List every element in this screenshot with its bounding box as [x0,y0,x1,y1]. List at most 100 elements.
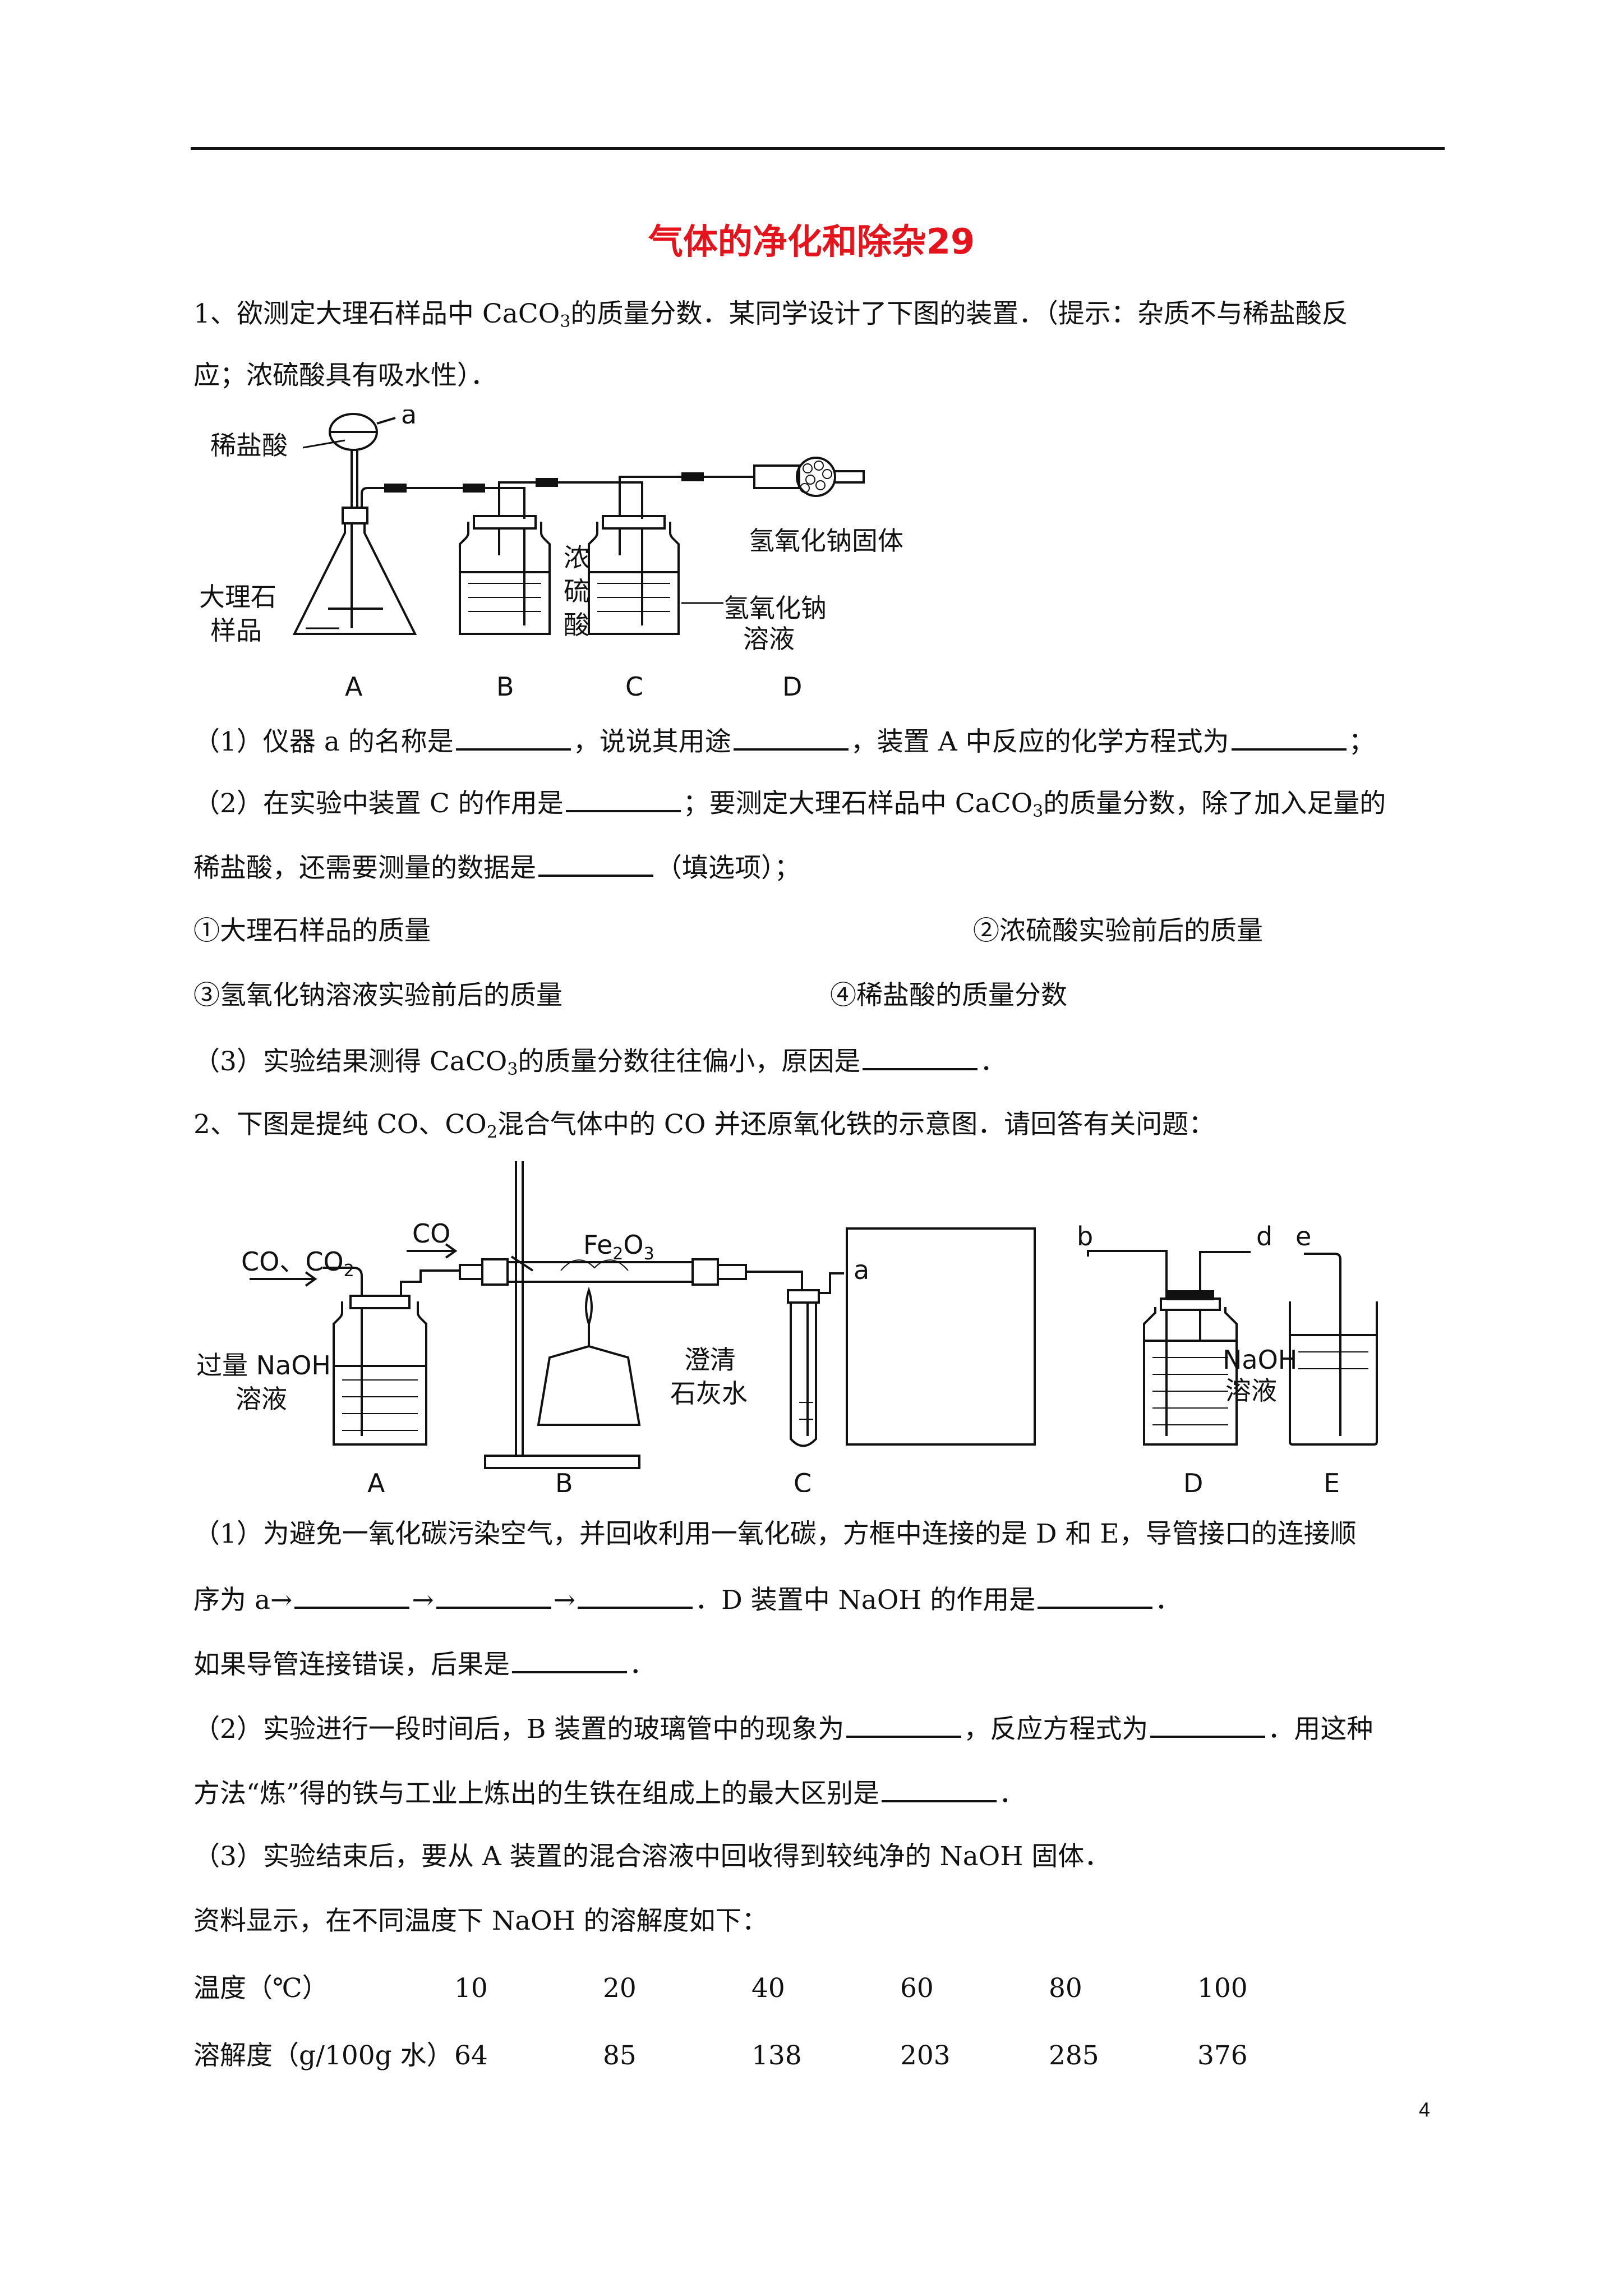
answer-blank[interactable] [846,1711,962,1738]
text: ，反应方程式为 [963,1714,1149,1745]
label-excess-naoh-2: 溶液 [236,1384,287,1414]
label-excess-naoh-1: 过量 NaOH [196,1350,331,1381]
label-limewater-2: 石灰水 [670,1378,748,1409]
answer-blank[interactable] [733,724,849,751]
text: → [412,1585,434,1616]
table-sol-cell: 85 [603,2040,637,2071]
q2-part-1: （1）为避免一氧化碳污染空气，并回收利用一氧化碳，方框中连接的是 D 和 E，导… [193,1519,1357,1549]
text: （3）实验结果测得 CaCO [193,1046,508,1077]
q2-data-intro: 资料显示，在不同温度下 NaOH 的溶解度如下： [193,1906,768,1936]
text: ． [629,1649,656,1680]
label-naoh-d-2: 溶液 [1225,1375,1277,1406]
table-temp-cell: 10 [454,1973,488,2004]
label-co: CO [412,1218,450,1249]
table-sol-cell: 285 [1049,2040,1099,2071]
text: 的质量分数，除了加入足量的 [1043,788,1386,819]
label-port-d: d [1256,1221,1272,1251]
q2-line-1: 2、下图是提纯 CO、CO2混合气体中的 CO 并还原氧化铁的示意图．请回答有关… [193,1108,1215,1149]
table-sol-cell: 376 [1197,2040,1248,2071]
label-D: D [1183,1468,1203,1492]
label-A: A [345,671,363,702]
answer-blank[interactable] [882,1775,997,1802]
label-marble-1: 大理石 [199,582,276,612]
q1-line-1: 1、欲测定大理石样品中 CaCO3的质量分数．某同学设计了下图的装置．（提示：杂… [193,297,1348,339]
text: ，说说其用途 [573,726,731,757]
text: （1）仪器 a 的名称是 [193,726,454,757]
answer-blank[interactable] [1150,1711,1266,1738]
apparatus-figure-1: 稀盐酸 a 大理石 样品 浓 硫 酸 氢氧化钠 溶液 氢氧化钠固体 A B C … [199,409,903,702]
option-1: ①大理石样品的质量 [193,915,431,946]
subscript: 2 [486,1122,497,1142]
label-a: a [401,409,417,430]
q2-part-2-line-2: 方法“炼”得的铁与工业上炼出的生铁在组成上的最大区别是． [193,1775,1025,1811]
text: 2、下图是提纯 CO、CO [193,1109,487,1140]
text: （2）实验进行一段时间后，B 装置的玻璃管中的现象为 [193,1714,845,1745]
answer-blank[interactable] [294,1582,410,1609]
q1-part-3: （3）实验结果测得 CaCO3的质量分数往往偏小，原因是． [193,1043,1006,1087]
answer-blank[interactable] [1231,724,1347,751]
text: 序为 a→ [193,1585,293,1616]
label-naoh-solution-1: 氢氧化钠 [723,593,827,623]
q1-line-2: 应；浓硫酸具有吸水性）． [193,360,497,391]
subscript: 3 [560,312,571,332]
liquid-lines [468,583,670,612]
table-temp-label: 温度（℃） [193,1973,329,2004]
text: 稀盐酸，还需要测量的数据是 [193,853,536,884]
text: ． [1155,1585,1182,1616]
table-sol-cell: 64 [454,2040,488,2071]
label-C: C [794,1468,811,1492]
text: 混合气体中的 CO 并还原氧化铁的示意图．请回答有关问题： [497,1109,1215,1140]
label-A: A [367,1468,385,1492]
table-temp-cell: 20 [603,1973,637,2004]
answer-blank[interactable] [578,1582,693,1609]
table-sol-cell: 203 [900,2040,951,2071]
table-temp-cell: 100 [1197,1973,1248,2004]
text: ；要测定大理石样品中 CaCO [683,788,1033,819]
label-naoh-solution-2: 溶液 [743,624,795,654]
page-number: 4 [1419,2098,1431,2121]
label-B: B [555,1468,573,1492]
label-naoh-solid: 氢氧化钠固体 [749,526,903,556]
label-inlet-gas: CO、CO2 [241,1246,354,1281]
answer-blank[interactable] [1038,1582,1153,1609]
label-E: E [1324,1468,1340,1492]
answer-blank[interactable] [538,850,653,877]
label-port-a: a [854,1255,869,1285]
subscript: 3 [1032,802,1044,821]
q2-part-1-line-3: 如果导管连接错误，后果是 ． [193,1646,656,1682]
label-port-e: e [1295,1221,1311,1251]
label-limewater-1: 澄清 [684,1345,736,1375]
text: 的质量分数．某同学设计了下图的装置．（提示：杂质不与稀盐酸反 [570,298,1348,329]
answer-blank[interactable] [863,1043,978,1070]
text: ． [980,1046,1007,1077]
label-B: B [496,671,514,702]
table-sol-cell: 138 [751,2040,802,2071]
text: ．用这种 [1267,1714,1373,1745]
text: 的质量分数往往偏小，原因是 [518,1046,861,1077]
page-title: 气体的净化和除杂29 [648,221,975,262]
label-fe2o3: Fe2O3 [583,1230,654,1264]
answer-blank[interactable] [436,1582,551,1609]
label-h2so4-2: 硫 [564,576,589,606]
label-port-b: b [1077,1221,1093,1251]
text: ． [999,1778,1026,1809]
text: 如果导管连接错误，后果是 [193,1649,510,1680]
text: （填选项）； [656,853,801,884]
answer-blank[interactable] [565,785,681,812]
q1-part-1: （1）仪器 a 的名称是 ，说说其用途 ，装置 A 中反应的化学方程式为 ； [193,724,1375,759]
label-C: C [625,671,643,702]
text: 1、欲测定大理石样品中 CaCO [193,298,560,329]
answer-blank[interactable] [455,724,571,751]
text: ； [1348,726,1375,757]
table-sol-label: 溶解度（g/100g 水） [193,2040,453,2071]
option-4: ④稀盐酸的质量分数 [830,980,1067,1011]
label-h2so4-3: 酸 [564,610,589,640]
table-temp-cell: 80 [1049,1973,1082,2004]
text: → [553,1585,576,1616]
answer-blank[interactable] [512,1646,627,1673]
label-marble-2: 样品 [210,615,262,646]
option-3: ③氢氧化钠溶液实验前后的质量 [193,980,562,1011]
text: ，装置 A 中反应的化学方程式为 [850,726,1229,757]
label-D: D [782,671,802,702]
q2-part-1-line-2: 序为 a→→→．D 装置中 NaOH 的作用是． [193,1582,1181,1617]
